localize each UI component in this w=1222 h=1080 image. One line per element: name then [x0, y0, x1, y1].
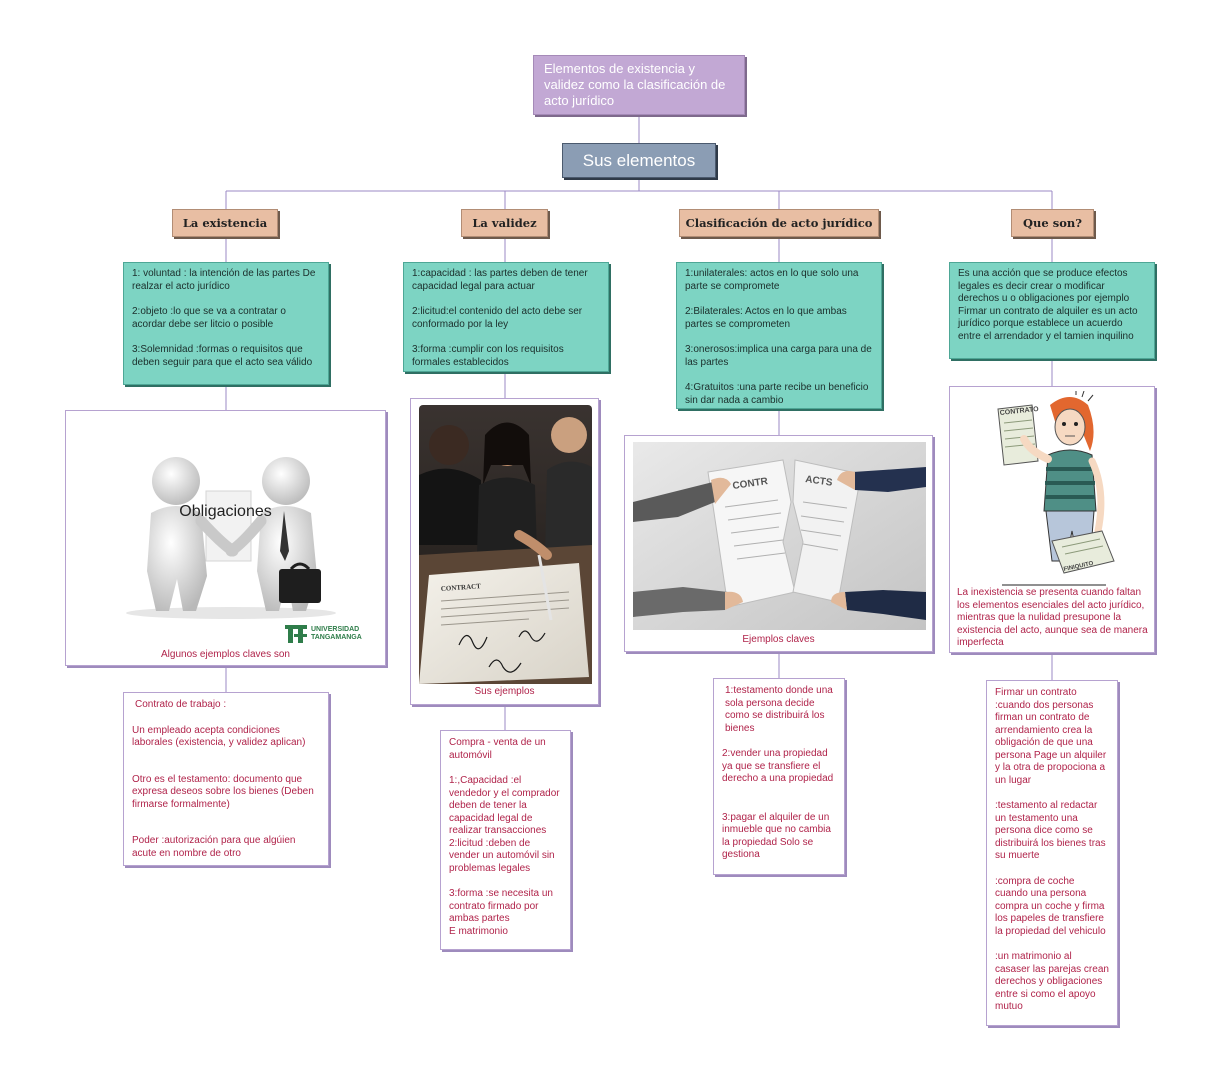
example-item: :compra de coche cuando una persona comp… [995, 875, 1106, 937]
torn-label-right: ACTS [805, 474, 834, 489]
definition-que-son: Es una acción que se produce efectos leg… [949, 262, 1155, 359]
definition-item: 2:Bilaterales: Actos en lo que ambas par… [685, 306, 847, 330]
caption-que-son: La inexistencia se presenta cuando falta… [957, 587, 1148, 648]
definition-validez: 1:capacidad : las partes deben de tener … [403, 262, 609, 372]
definition-item: 3:Solemnidad :formas o requisitos que de… [132, 344, 313, 368]
heading-existencia: La existencia [172, 209, 278, 237]
example-item: Firmar un contrato :cuando dos personas … [995, 687, 1107, 786]
examples-existencia: Contrato de trabajo : Un empleado acepta… [123, 692, 329, 866]
torn-label-left: CONTR [732, 476, 770, 492]
woman-reading-contract-illustration: CONTRATO FINIQUITO [997, 391, 1115, 586]
heading-clasificacion: Clasificación de acto jurídico [679, 209, 879, 237]
example-item: Contrato de trabajo : [135, 699, 227, 710]
definition-item: 2:licitud:el contenido del acto debe ser… [412, 306, 583, 330]
example-item: :testamento al redactar un testamento un… [995, 800, 1106, 861]
definition-item: 1:unilaterales: actos en lo que solo una… [685, 268, 859, 292]
example-item: 2:vender una propiedad ya que se transfi… [722, 748, 834, 784]
image-frame-clasificacion: CONTR ACTS Ejemplos claves [624, 435, 933, 652]
example-item: Un empleado acepta condiciones laborales… [132, 724, 306, 749]
cartoon-label-contrato: CONTRATO [999, 406, 1039, 417]
caption-validez: Sus ejemplos [474, 686, 535, 697]
example-item: Compra - venta de un automóvil [449, 737, 546, 761]
map-title: Elementos de existencia y validez como l… [533, 55, 745, 115]
example-item: 3:pagar el alquiler de un inmueble que n… [722, 811, 831, 861]
examples-que-son: Firmar un contrato :cuando dos personas … [986, 680, 1118, 1026]
definition-item: 1: voluntad : la intención de las partes… [132, 268, 316, 292]
example-item: 1:,Capacidad :el vendedor y el comprador… [449, 775, 560, 836]
university-logo-text: UNIVERSIDAD TANGAMANGA [311, 626, 362, 641]
contract-signing-photo: CONTRACT [419, 405, 592, 684]
example-item: Poder :autorización para que algúien acu… [132, 835, 296, 859]
map-subtitle: Sus elementos [562, 143, 716, 178]
definition-item: 3:forma :cumplir con los requisitos form… [412, 344, 564, 368]
definition-item: 3:onerosos:implica una carga para una de… [685, 344, 872, 368]
example-item: Otro es el testamento: documento que exp… [132, 773, 314, 810]
examples-clasificacion: 1:testamento donde una sola persona deci… [713, 678, 845, 875]
contract-label: CONTRACT [441, 582, 482, 593]
caption-existencia: Algunos ejemplos claves son [161, 649, 290, 660]
image-frame-que-son: CONTRATO FINIQUITO La inexistencia se pr… [949, 386, 1155, 653]
example-item: :un matrimonio al casaser las parejas cr… [995, 951, 1109, 1012]
image-frame-existencia: Obligaciones UNIVERSIDAD TANGAMANGA Algu… [65, 410, 386, 666]
definition-item: Es una acción que se produce efectos leg… [958, 268, 1138, 342]
handshake-illustration [126, 457, 336, 619]
definition-item: 4:Gratuitos :una parte recibe un benefic… [685, 382, 869, 406]
examples-validez: Compra - venta de un automóvil 1:,Capaci… [440, 730, 571, 950]
example-item: 3:forma :se necesita un contrato firmado… [449, 888, 553, 924]
definition-existencia: 1: voluntad : la intención de las partes… [123, 262, 329, 385]
definition-clasificacion: 1:unilaterales: actos en lo que solo una… [676, 262, 882, 409]
example-item: 2:licitud :deben de vender un automóvil … [449, 837, 555, 874]
torn-contract-photo: CONTR ACTS [633, 442, 926, 630]
image-label-obligaciones: Obligaciones [179, 503, 272, 520]
heading-validez: La validez [461, 209, 548, 237]
example-item: 1:testamento donde una sola persona deci… [725, 685, 833, 734]
heading-que-son: Que son? [1011, 209, 1094, 237]
definition-item: 2:objeto :lo que se va a contratar o aco… [132, 306, 286, 330]
definition-item: 1:capacidad : las partes deben de tener … [412, 268, 588, 292]
university-logo-icon [285, 625, 307, 643]
image-frame-validez: CONTRACT Sus ejemplos [410, 398, 599, 705]
caption-clasificacion: Ejemplos claves [742, 634, 815, 645]
example-item: E matrimonio [449, 925, 508, 937]
university-logo: UNIVERSIDAD TANGAMANGA [285, 625, 367, 643]
